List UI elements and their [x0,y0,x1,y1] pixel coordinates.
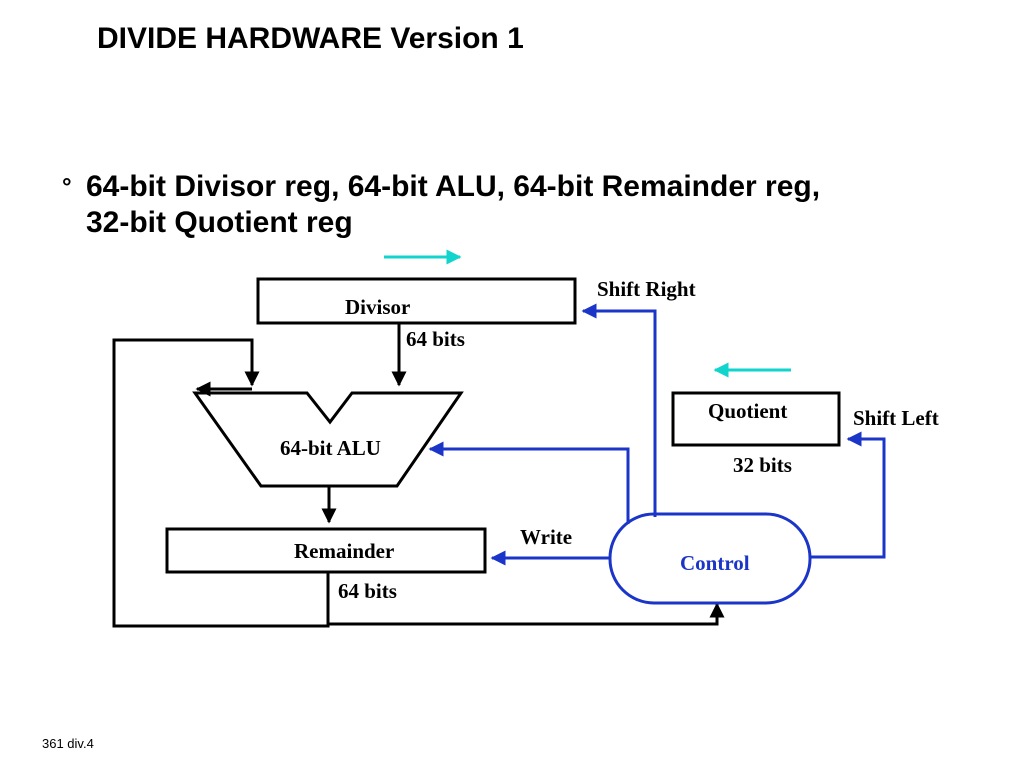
remainder-bits-label: 64 bits [338,579,397,603]
control-to-quotient-line [810,431,886,559]
remainder-register [165,527,487,574]
bullet-line-1: 64-bit Divisor reg, 64-bit ALU, 64-bit R… [86,170,821,203]
bullet-marker: ° [62,174,72,201]
quotient-register [671,391,841,447]
control-to-alu-line [428,441,630,524]
slide-footer: 361 div.4 [42,736,94,751]
divisor-bits-label: 64 bits [406,327,465,351]
quotient-bits-label: 32 bits [733,453,792,477]
alu-shape [192,391,464,488]
shift-right-label: Shift Right [597,277,696,301]
control-to-divisor-line [581,303,657,517]
remainder-to-control-arrow [328,602,725,626]
remainder-label: Remainder [294,539,394,563]
divisor-label: Divisor [345,295,410,319]
remainder-feedback-loop [112,338,330,628]
quotient-label: Quotient [708,399,787,423]
alu-label: 64-bit ALU [280,436,381,460]
shift-left-label: Shift Left [853,406,939,430]
write-label: Write [520,525,572,549]
bullet-line-2: 32-bit Quotient reg [86,206,353,239]
control-label: Control [680,551,750,575]
divisor-register [256,277,577,325]
slide-title: DIVIDE HARDWARE Version 1 [97,22,524,55]
